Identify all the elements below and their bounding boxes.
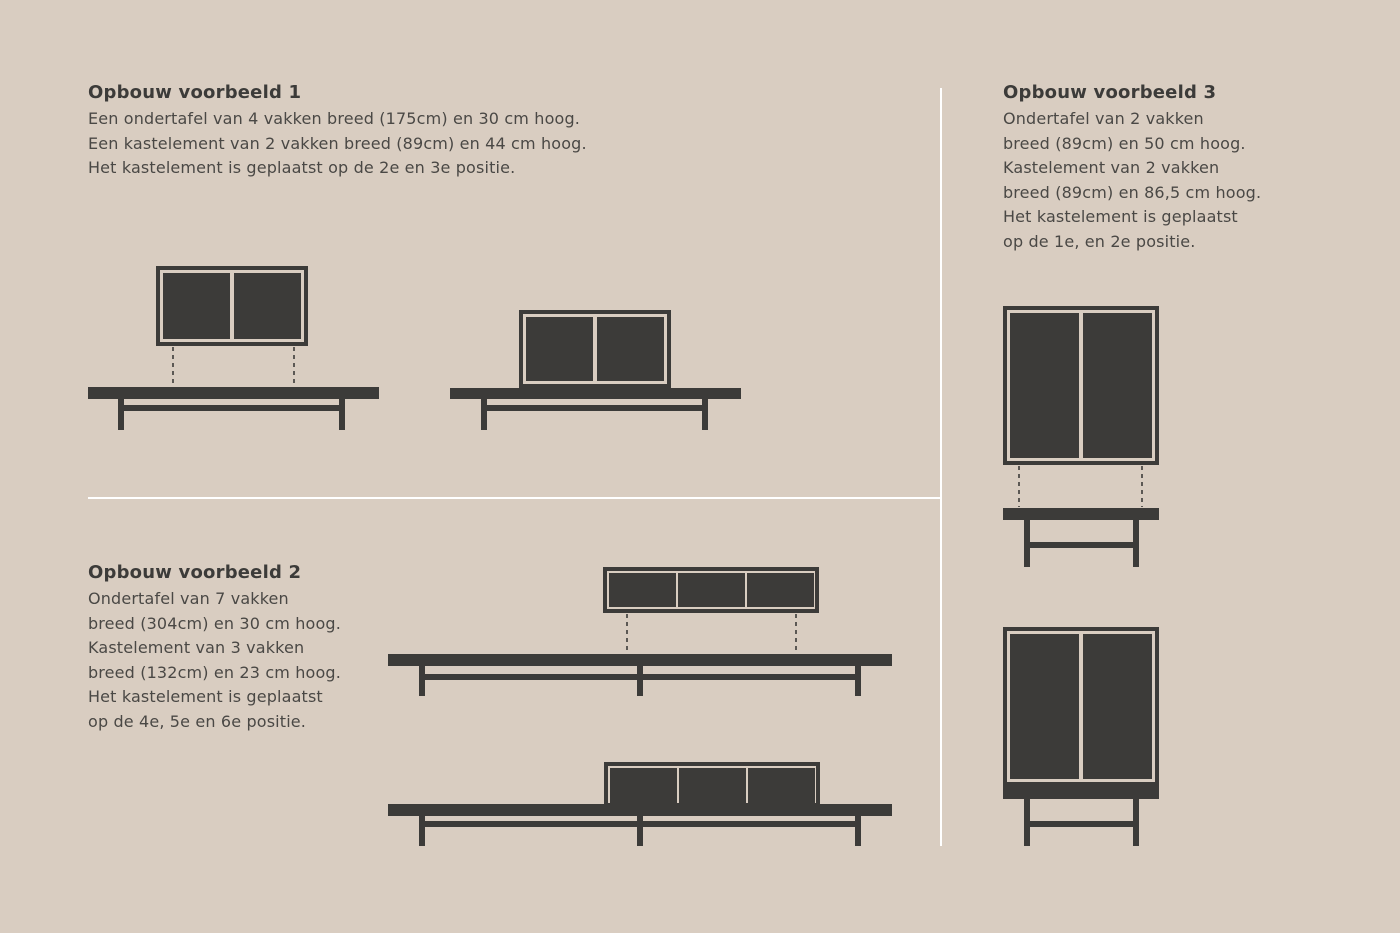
tall-cabinet-2-doors	[1003, 627, 1159, 786]
example-3-line: breed (89cm) en 50 cm hoog.	[1003, 133, 1246, 153]
base-table-2	[1003, 508, 1159, 567]
example-1-title: Opbouw voorbeeld 1	[88, 82, 302, 103]
base-table-4	[88, 387, 379, 430]
example-2-line: breed (132cm) en 23 cm hoog.	[88, 662, 341, 682]
example-2-line: Kastelement van 3 vakken	[88, 638, 305, 657]
example-3-line: Het kastelement is geplaatst	[1003, 207, 1238, 226]
base-table-7	[388, 654, 892, 696]
base-table-4	[450, 388, 741, 430]
example-1-line: Een kastelement van 2 vakken breed (89cm…	[88, 133, 587, 153]
example-2-text: Opbouw voorbeeld 2 Ondertafel van 7 vakk…	[88, 562, 341, 734]
example-2-line: op de 4e, 5e en 6e positie.	[88, 711, 307, 731]
placement-guides	[172, 347, 295, 386]
example-1-exploded	[88, 266, 379, 430]
example-2-exploded	[388, 567, 892, 696]
base-table-2	[1003, 785, 1159, 846]
example-2-assembled	[388, 762, 892, 846]
placement-guides	[1018, 466, 1143, 507]
example-3-line: op de 1e, en 2e positie.	[1003, 231, 1196, 251]
example-3-line: Kastelement van 2 vakken	[1003, 158, 1220, 177]
example-1-text: Opbouw voorbeeld 1 Een ondertafel van 4 …	[88, 82, 587, 181]
base-table-7	[388, 804, 892, 846]
example-3-title: Opbouw voorbeeld 3	[1003, 82, 1217, 103]
example-3-line: Ondertafel van 2 vakken	[1003, 109, 1204, 128]
cabinet-2-doors	[156, 266, 308, 346]
example-1-line: Het kastelement is geplaatst op de 2e en…	[88, 158, 516, 177]
cabinet-2-doors	[519, 310, 671, 388]
tall-cabinet-2-doors	[1003, 306, 1159, 465]
example-3-line: breed (89cm) en 86,5 cm hoog.	[1003, 182, 1262, 202]
example-2-line: Het kastelement is geplaatst	[88, 687, 323, 706]
example-2-line: Ondertafel van 7 vakken	[88, 589, 289, 608]
cabinet-3-doors	[604, 762, 820, 805]
example-1-assembled	[450, 310, 741, 430]
example-2-line: breed (304cm) en 30 cm hoog.	[88, 613, 341, 633]
example-3-assembled	[1003, 627, 1159, 846]
example-1-line: Een ondertafel van 4 vakken breed (175cm…	[88, 109, 580, 128]
cabinet-3-doors	[603, 567, 819, 613]
example-3-text: Opbouw voorbeeld 3 Ondertafel van 2 vakk…	[1003, 82, 1261, 254]
placement-guides	[626, 614, 797, 653]
example-3-exploded	[1003, 306, 1159, 567]
example-2-title: Opbouw voorbeeld 2	[88, 562, 302, 583]
